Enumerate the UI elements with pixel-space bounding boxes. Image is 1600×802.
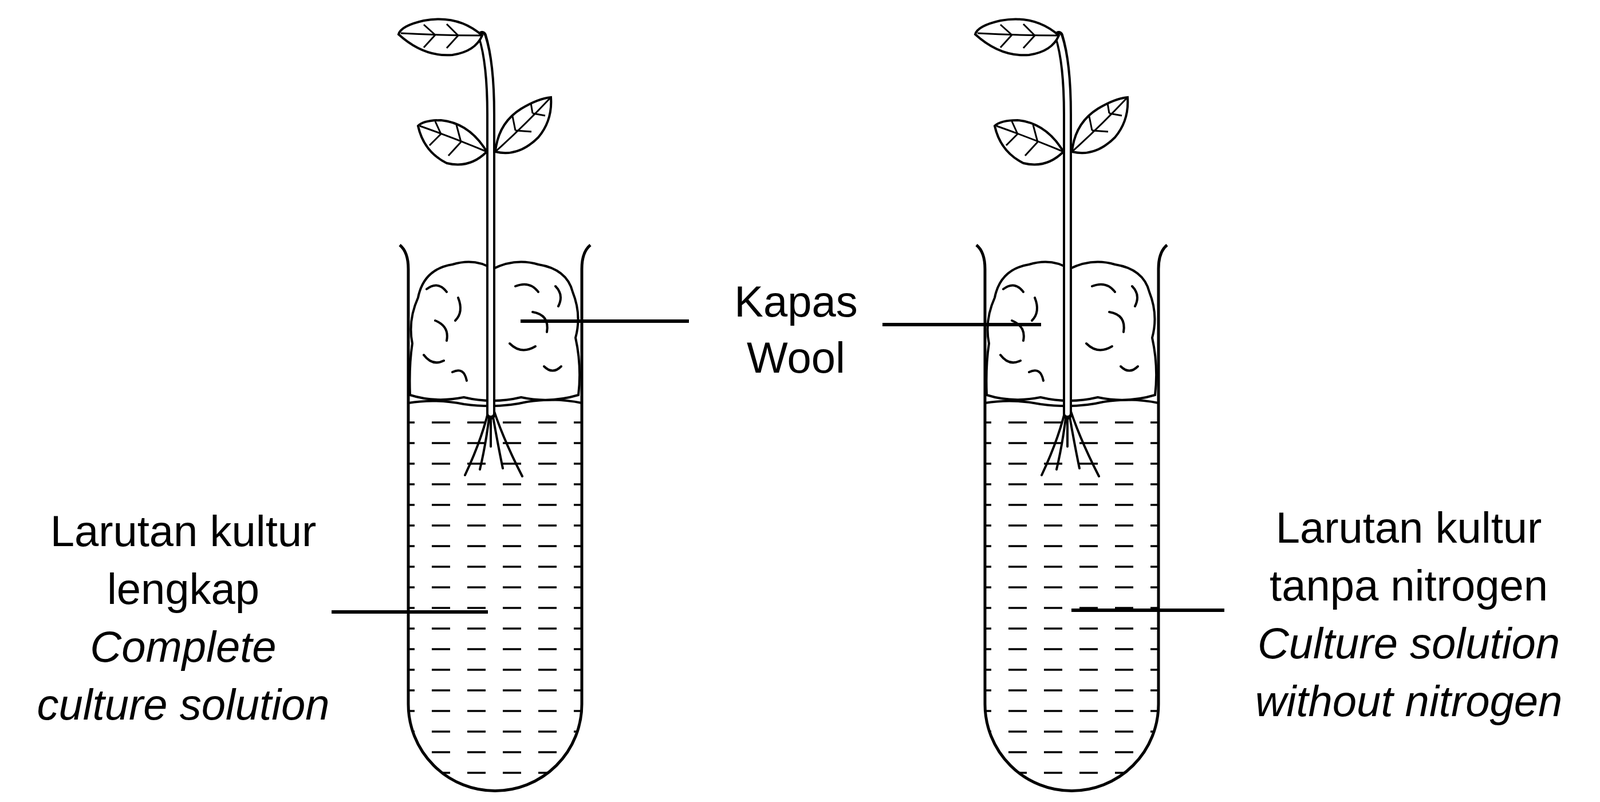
label-text: Culture solution without nitrogen (1251, 614, 1567, 731)
label-text: Wool (704, 328, 888, 387)
label-text: Larutan kultur tanpa nitrogen (1251, 498, 1567, 615)
label-text: Kapas (704, 272, 888, 331)
test-tube-right (975, 18, 1168, 791)
label-text: Larutan kultur lengkap (28, 502, 338, 618)
label-text: Complete culture solution (28, 617, 338, 734)
leader-lines (331, 321, 1225, 613)
test-tube-left (398, 18, 591, 791)
